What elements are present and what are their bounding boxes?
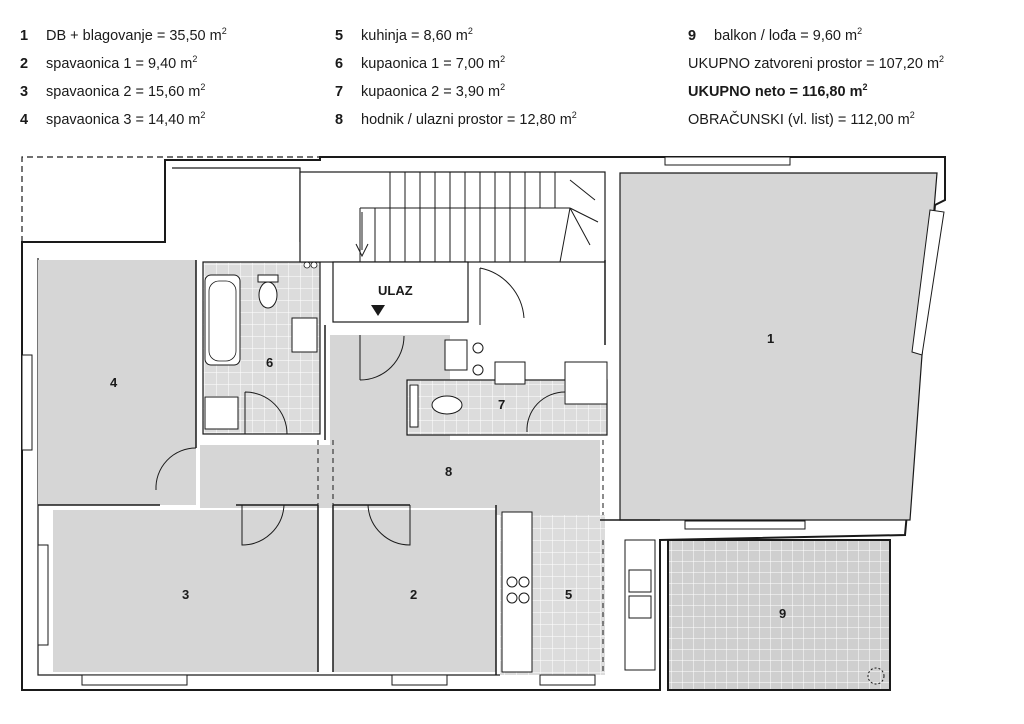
- bathtub: [204, 274, 241, 366]
- boiler: [444, 339, 468, 371]
- stove-burner: [506, 576, 518, 588]
- shower: [564, 361, 608, 405]
- terrace-dashed-outline: [21, 156, 320, 242]
- fixture: [303, 261, 311, 269]
- window: [391, 674, 448, 686]
- room-label-3: 3: [182, 587, 189, 602]
- room-label-6: 6: [266, 355, 273, 370]
- entrance-arrow-icon: [371, 305, 385, 316]
- room-label-1: 1: [767, 331, 774, 346]
- sink: [291, 317, 318, 353]
- kitchen-sink: [628, 595, 652, 619]
- window: [81, 674, 188, 686]
- door-swings: [155, 335, 566, 546]
- drain: [867, 667, 885, 685]
- stair-block-wall: [172, 167, 301, 242]
- entrance-door-swing: [479, 267, 525, 325]
- fixture: [472, 342, 484, 354]
- room-label-4: 4: [110, 375, 118, 390]
- toilet-tank: [257, 274, 279, 283]
- room-label-8: 8: [445, 464, 452, 479]
- window: [911, 209, 945, 356]
- stove-burner: [518, 576, 530, 588]
- sink: [494, 361, 526, 385]
- interior-walls: [38, 260, 660, 675]
- fixture: [310, 261, 318, 269]
- room-label-7: 7: [498, 397, 505, 412]
- room-label-9: 9: [779, 606, 786, 621]
- entrance-area: [332, 261, 469, 323]
- window: [21, 354, 33, 451]
- kitchen-counter: [501, 511, 533, 673]
- stove-burner: [518, 592, 530, 604]
- room-8-hallway: [200, 335, 600, 515]
- room-4-bedroom: [38, 260, 196, 505]
- room-label-5: 5: [565, 587, 572, 602]
- window: [37, 544, 49, 646]
- bathtub-inner: [208, 280, 237, 362]
- legend-row-total-net: UKUPNO neto = 116,80 m2: [688, 82, 868, 101]
- toilet: [258, 281, 278, 309]
- stair-treads: [359, 172, 599, 263]
- outer-wall: [21, 156, 946, 691]
- stair-arrow: [355, 212, 369, 258]
- window: [684, 520, 806, 530]
- stove-burner: [506, 592, 518, 604]
- dashed-room-boundaries: [317, 440, 604, 672]
- room-2-bedroom: [333, 510, 496, 672]
- room-label-2: 2: [410, 587, 417, 602]
- staircase: [299, 171, 606, 263]
- toilet: [431, 395, 463, 415]
- radiator: [409, 384, 419, 428]
- window: [664, 156, 791, 166]
- fixture: [472, 364, 484, 376]
- room-1-living: [619, 172, 938, 521]
- kitchen-sink: [628, 569, 652, 593]
- room-9-balcony: [667, 539, 891, 691]
- legend-row: UKUPNO zatvoreni prostor = 107,20 m2: [688, 54, 945, 73]
- entrance-label: ULAZ: [378, 283, 413, 298]
- washing-machine: [204, 396, 239, 430]
- legend-row: OBRAČUNSKI (vl. list) = 112,00 m2: [688, 110, 915, 129]
- window: [539, 674, 596, 686]
- room-3-bedroom: [53, 510, 318, 672]
